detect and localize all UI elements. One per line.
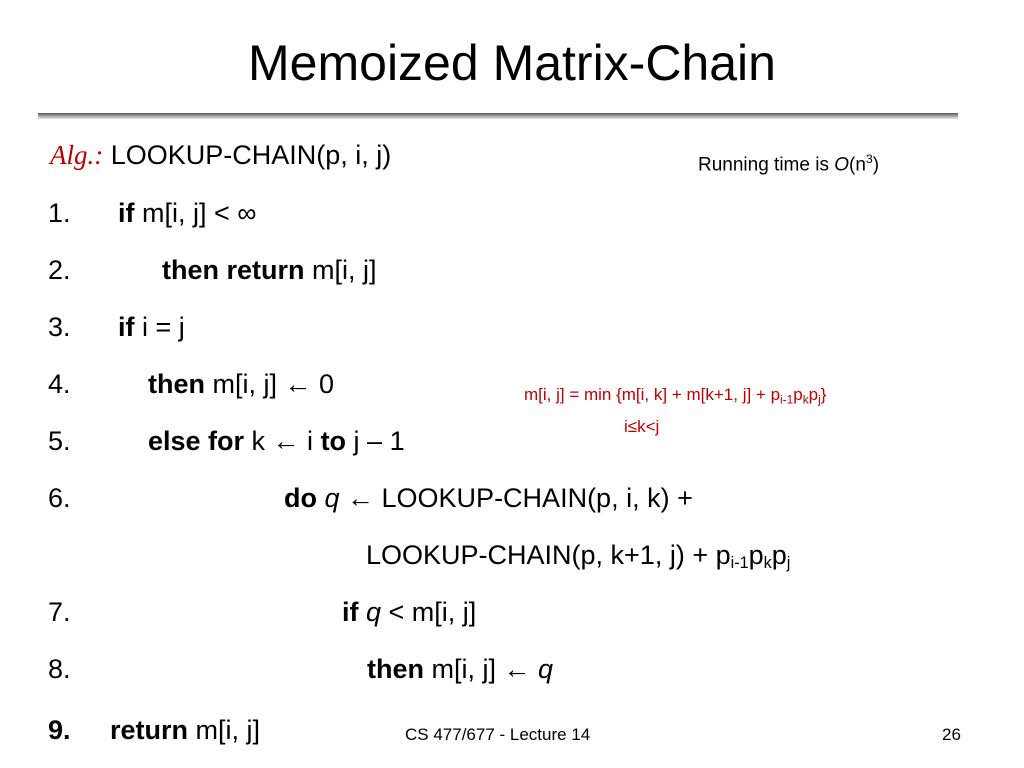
code-text: p [771,540,787,570]
code-text: m[i, j] ← [424,654,538,684]
line-number-6: 6. [48,483,71,513]
recurrence-sub: i-1 [780,392,794,407]
footer-course: CS 477/677 - Lecture 14 [405,725,591,744]
recurrence-p: p [793,385,803,404]
code-line-2: then return m[i, j] [162,253,377,287]
line-number-8: 8. [48,654,71,684]
line-number-9: 9. [48,715,71,745]
line-number-7: 7. [48,597,71,627]
keyword-if: if [118,312,135,342]
variable-q: q [358,597,382,627]
running-time-note: Running time is O(n3) [698,146,879,178]
line-number-3: 3. [48,312,71,342]
code-text: m[i, j] < ∞ [134,198,257,228]
code-line-8: then m[i, j] ← q [367,652,553,686]
running-time-prefix: Running time is [698,154,835,176]
code-text: LOOKUP-CHAIN(p, k+1, j) + p [366,540,731,570]
code-text: m[i, j] ← 0 [205,369,335,399]
keyword-else-for: else for [148,426,245,456]
code-line-6: do q ← LOOKUP-CHAIN(p, i, k) + [284,481,693,515]
line-number-5: 5. [48,426,71,456]
alg-label: Alg.: [50,140,104,170]
code-line-6-continued: LOOKUP-CHAIN(p, k+1, j) + pi-1pkpj [366,538,790,580]
recurrence-sub: k [802,392,809,407]
keyword-return: return [110,715,189,745]
code-line-3: if i = j [118,310,185,344]
big-o: O [834,154,850,176]
variable-q: q [538,654,554,684]
code-text: i = j [134,312,185,342]
keyword-then: then [367,654,424,684]
recurrence-sub: j [818,392,821,407]
code-text: < m[i, j] [381,597,477,627]
code-line-4: then m[i, j] ← 0 [148,367,334,401]
recurrence-p: p [808,385,819,404]
subscript: j [786,554,791,573]
code-text: m[i, j] [188,715,261,745]
code-line-5: else for k ← i to j – 1 [148,424,405,458]
code-text: j – 1 [346,426,405,456]
subscript: k [763,554,772,573]
footer-page-number: 26 [942,725,961,744]
variable-q: q [317,483,340,513]
keyword-to: to [320,426,347,456]
keyword-do: do [284,483,317,513]
keyword-then: then [148,369,205,399]
recurrence-formula: m[i, j] = min {m[i, k] + m[k+1, j] + pi-… [524,384,826,411]
keyword-if: if [118,198,135,228]
big-o-arg: (n [849,154,866,176]
line-number-1: 1. [48,198,71,228]
code-line-7: if q < m[i, j] [342,595,476,629]
subscript: i-1 [730,554,749,573]
line-number-2: 2. [48,255,71,285]
code-text: k ← i [244,426,321,456]
title-divider [38,113,958,119]
slide-title: Memoized Matrix-Chain [248,35,776,91]
algorithm-signature: LOOKUP-CHAIN(p, i, j) [110,140,392,170]
code-text: m[i, j] [304,255,377,285]
algorithm-header: Alg.: LOOKUP-CHAIN(p, i, j) [50,138,391,172]
code-text: ← LOOKUP-CHAIN(p, i, k) + [339,483,693,513]
code-line-9: return m[i, j] [110,713,260,747]
big-o-exponent: 3 [865,152,873,166]
recurrence-main: m[i, j] = min {m[i, k] + m[k+1, j] + p [524,385,781,404]
line-number-4: 4. [48,369,71,399]
code-text: p [748,540,764,570]
recurrence-close: } [820,385,827,404]
code-line-1: if m[i, j] < ∞ [118,196,257,230]
keyword-if: if [342,597,359,627]
keyword-then-return: then return [162,255,305,285]
recurrence-range: i≤k<j [624,417,660,436]
big-o-close: ) [872,154,880,176]
